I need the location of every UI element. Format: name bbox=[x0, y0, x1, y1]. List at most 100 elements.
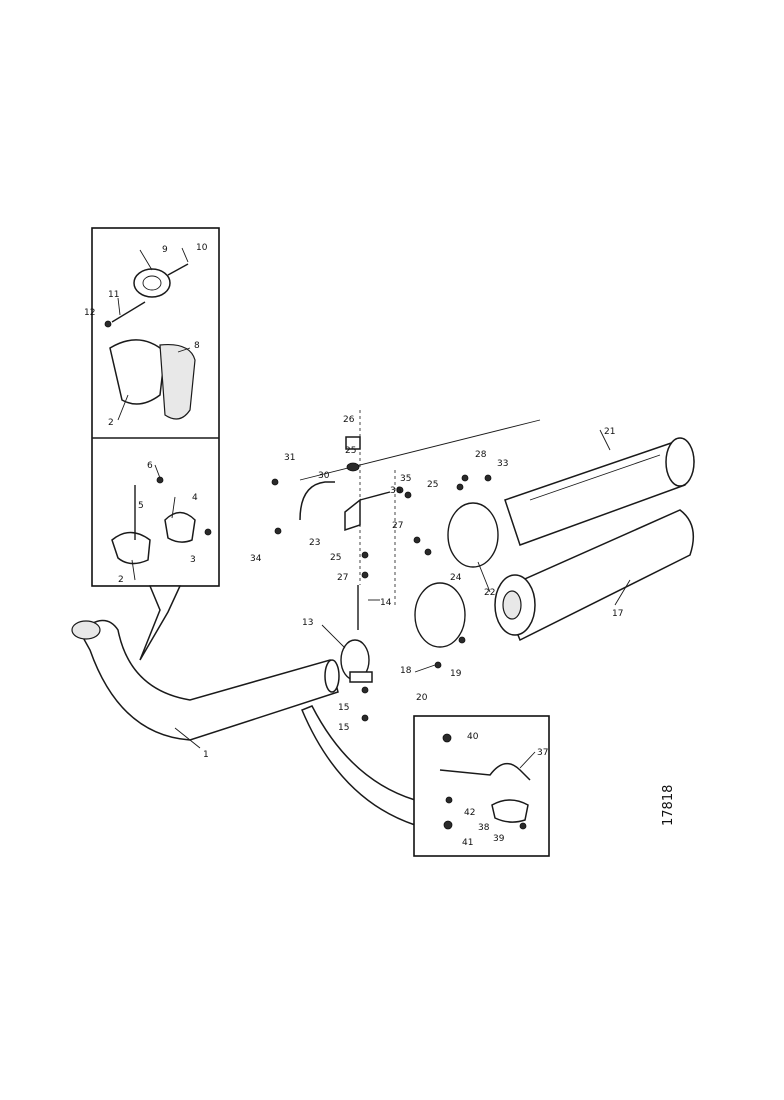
washer-part-42 bbox=[445, 796, 453, 804]
bolt-part-31 bbox=[271, 478, 279, 486]
stud-part-10 bbox=[167, 263, 189, 276]
callout-2b: 2 bbox=[108, 418, 114, 428]
callout-23: 23 bbox=[309, 538, 320, 548]
callout-37: 37 bbox=[537, 748, 548, 758]
callout-1: 1 bbox=[203, 750, 209, 760]
bolt-part-15a bbox=[361, 686, 369, 694]
callout-2a: 2 bbox=[118, 575, 124, 585]
bolt-part-20 bbox=[434, 661, 442, 669]
hook-part-30 bbox=[299, 481, 335, 521]
nut-part-15b bbox=[361, 714, 369, 722]
clamp-tab bbox=[349, 671, 373, 683]
callout-14: 14 bbox=[380, 598, 392, 608]
callout-19: 19 bbox=[450, 669, 462, 679]
clamp-ring-18 bbox=[414, 582, 466, 648]
flange-hole bbox=[142, 275, 162, 291]
pipe-inlet bbox=[71, 620, 101, 640]
callout-3: 3 bbox=[190, 555, 196, 565]
inset-frame-lower bbox=[413, 715, 550, 857]
callout-31: 31 bbox=[284, 453, 295, 463]
silencer-seam bbox=[529, 454, 661, 501]
inset-detail-upper bbox=[91, 227, 220, 661]
pipe-clamp-13 bbox=[340, 585, 373, 722]
inset-detail-lower bbox=[413, 715, 550, 857]
nut-part-41 bbox=[443, 820, 453, 830]
pipe-outlet bbox=[324, 659, 340, 693]
muffler-assembly bbox=[414, 437, 695, 669]
callout-26: 26 bbox=[343, 415, 355, 425]
callout-6: 6 bbox=[147, 461, 153, 471]
leader-lines bbox=[117, 247, 631, 769]
bracket-part-23 bbox=[344, 498, 361, 532]
callout-20: 20 bbox=[416, 693, 428, 703]
bolt-part-25b bbox=[461, 474, 469, 482]
callout-17: 17 bbox=[612, 609, 623, 619]
nut-part-12 bbox=[104, 320, 112, 328]
clamp-part-4 bbox=[164, 511, 196, 543]
callout-38: 38 bbox=[478, 823, 490, 833]
inset-pointer bbox=[139, 585, 182, 661]
callout-8: 8 bbox=[194, 341, 200, 351]
callout-25a: 25 bbox=[345, 446, 356, 456]
callout-10: 10 bbox=[196, 243, 208, 253]
callout-4: 4 bbox=[192, 493, 198, 503]
silencer-end-21 bbox=[665, 437, 695, 487]
callout-41: 41 bbox=[462, 838, 473, 848]
stud-part-11 bbox=[111, 301, 146, 323]
callout-40: 40 bbox=[467, 732, 479, 742]
bracket-arm bbox=[359, 491, 391, 501]
nut-part-33 bbox=[484, 474, 492, 482]
bolt-part-25a bbox=[456, 483, 464, 491]
callout-13: 13 bbox=[302, 618, 313, 628]
hanger-rail bbox=[299, 419, 541, 481]
rubber-part-26 bbox=[345, 436, 361, 450]
nut-part-24 bbox=[424, 548, 432, 556]
washer-part-36 bbox=[404, 491, 412, 499]
front-pipe-part-1 bbox=[79, 619, 339, 741]
bolt-part-25c bbox=[361, 551, 369, 559]
clamp-part-38 bbox=[491, 799, 529, 823]
callout-18: 18 bbox=[400, 666, 412, 676]
silencer-outlet bbox=[502, 590, 522, 620]
nut-part-3 bbox=[204, 528, 212, 536]
nut-part-40 bbox=[442, 733, 452, 743]
callout-5: 5 bbox=[138, 501, 144, 511]
clamp-part-2 bbox=[111, 531, 151, 565]
callout-11: 11 bbox=[108, 290, 119, 300]
callout-15b: 15 bbox=[338, 723, 349, 733]
callout-12: 12 bbox=[84, 308, 95, 318]
silencer-part-17 bbox=[499, 509, 695, 642]
callout-36: 36 bbox=[390, 486, 402, 496]
callout-30: 30 bbox=[318, 471, 330, 481]
callout-15a: 15 bbox=[338, 703, 349, 713]
flange-part-9 bbox=[133, 268, 171, 298]
callout-27a: 27 bbox=[337, 573, 348, 583]
figure-reference: 17818 bbox=[661, 785, 676, 826]
bracket-part-37 bbox=[439, 762, 531, 781]
pipe-part-7 bbox=[109, 339, 166, 405]
hanger-bracket-assembly bbox=[271, 410, 541, 605]
callout-9: 9 bbox=[162, 245, 168, 255]
nut-part-35 bbox=[396, 486, 404, 494]
front-exhaust-pipe bbox=[71, 619, 340, 741]
pipe-part-8 bbox=[159, 343, 196, 420]
clamp-ring-22 bbox=[447, 502, 499, 568]
callout-33: 33 bbox=[497, 459, 508, 469]
nut-part-27b bbox=[413, 536, 421, 544]
callout-27b: 27 bbox=[392, 521, 403, 531]
inset-pointer-lower bbox=[301, 705, 416, 827]
nut-part-34 bbox=[274, 527, 282, 535]
callout-34: 34 bbox=[250, 554, 262, 564]
callout-21: 21 bbox=[604, 427, 615, 437]
callout-25b: 25 bbox=[427, 480, 438, 490]
callout-35: 35 bbox=[400, 474, 411, 484]
callout-25c: 25 bbox=[330, 553, 341, 563]
bolt-part-39 bbox=[519, 822, 527, 830]
callout-22: 22 bbox=[484, 588, 495, 598]
nut-part-19 bbox=[458, 636, 466, 644]
callout-42: 42 bbox=[464, 808, 475, 818]
washer-part-28 bbox=[346, 462, 360, 472]
callout-labels: 1 2 2 3 4 5 6 8 9 10 11 12 13 14 15 15 1… bbox=[84, 243, 623, 848]
callout-39: 39 bbox=[493, 834, 505, 844]
